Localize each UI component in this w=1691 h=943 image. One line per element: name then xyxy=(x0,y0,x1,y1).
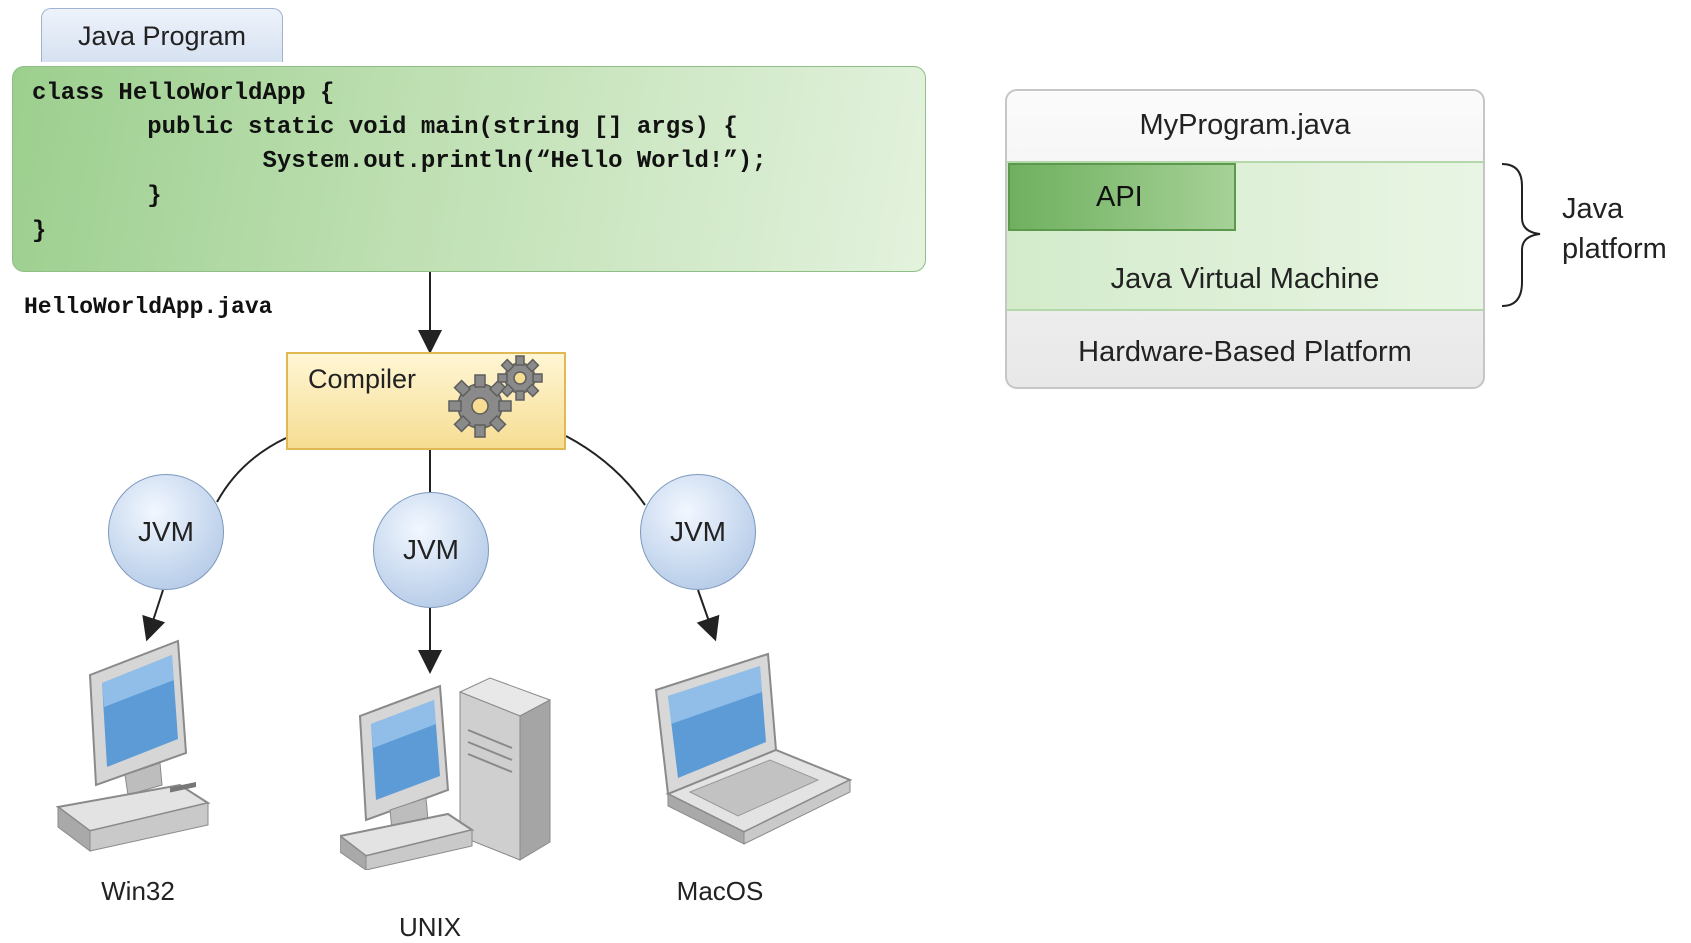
code-box xyxy=(12,66,926,272)
platform-label-unix: UNIX xyxy=(398,912,462,942)
stack-jvm-label: Java Virtual Machine xyxy=(1110,263,1380,295)
java-platform-label: Java platform xyxy=(1562,189,1687,269)
java-platform-label-line2: platform xyxy=(1562,233,1667,265)
code-line-3: System.out.println(“Hello World!”); xyxy=(32,148,767,175)
line-compiler-to-jvm-right xyxy=(565,435,646,506)
jvm-circle-win32: JVM xyxy=(108,474,224,590)
stack-program-layer: MyProgram.java xyxy=(1139,109,1351,141)
source-filename: HelloWorldApp.java xyxy=(24,294,273,320)
stack-hardware-layer: Hardware-Based Platform xyxy=(1078,336,1412,368)
arrow-jvm-to-win32 xyxy=(142,589,166,642)
unix-workstation-icon xyxy=(340,677,552,870)
stack-api-layer: API xyxy=(1008,163,1236,231)
code-line-2: public static void main(string [] args) … xyxy=(32,114,738,141)
jvm-circle-macos: JVM xyxy=(640,474,756,590)
code-line-1: class HelloWorldApp { xyxy=(32,80,335,107)
win32-computer-icon xyxy=(55,639,211,852)
java-program-tab: Java Program xyxy=(41,8,283,62)
platform-label-win32: Win32 xyxy=(101,876,175,906)
java-platform-brace xyxy=(1501,163,1541,307)
macos-laptop-icon xyxy=(654,652,853,845)
platform-label-macos: MacOS xyxy=(676,876,764,906)
java-platform-label-line1: Java xyxy=(1562,193,1624,225)
jvm-circle-unix: JVM xyxy=(373,492,489,608)
compiler-label: Compiler xyxy=(308,364,417,394)
gears-icon xyxy=(448,355,543,438)
arrow-jvm-to-macos xyxy=(696,589,720,642)
code-line-5: } xyxy=(32,218,47,245)
code-line-4: } xyxy=(32,183,162,210)
line-compiler-to-jvm-left xyxy=(216,437,287,503)
